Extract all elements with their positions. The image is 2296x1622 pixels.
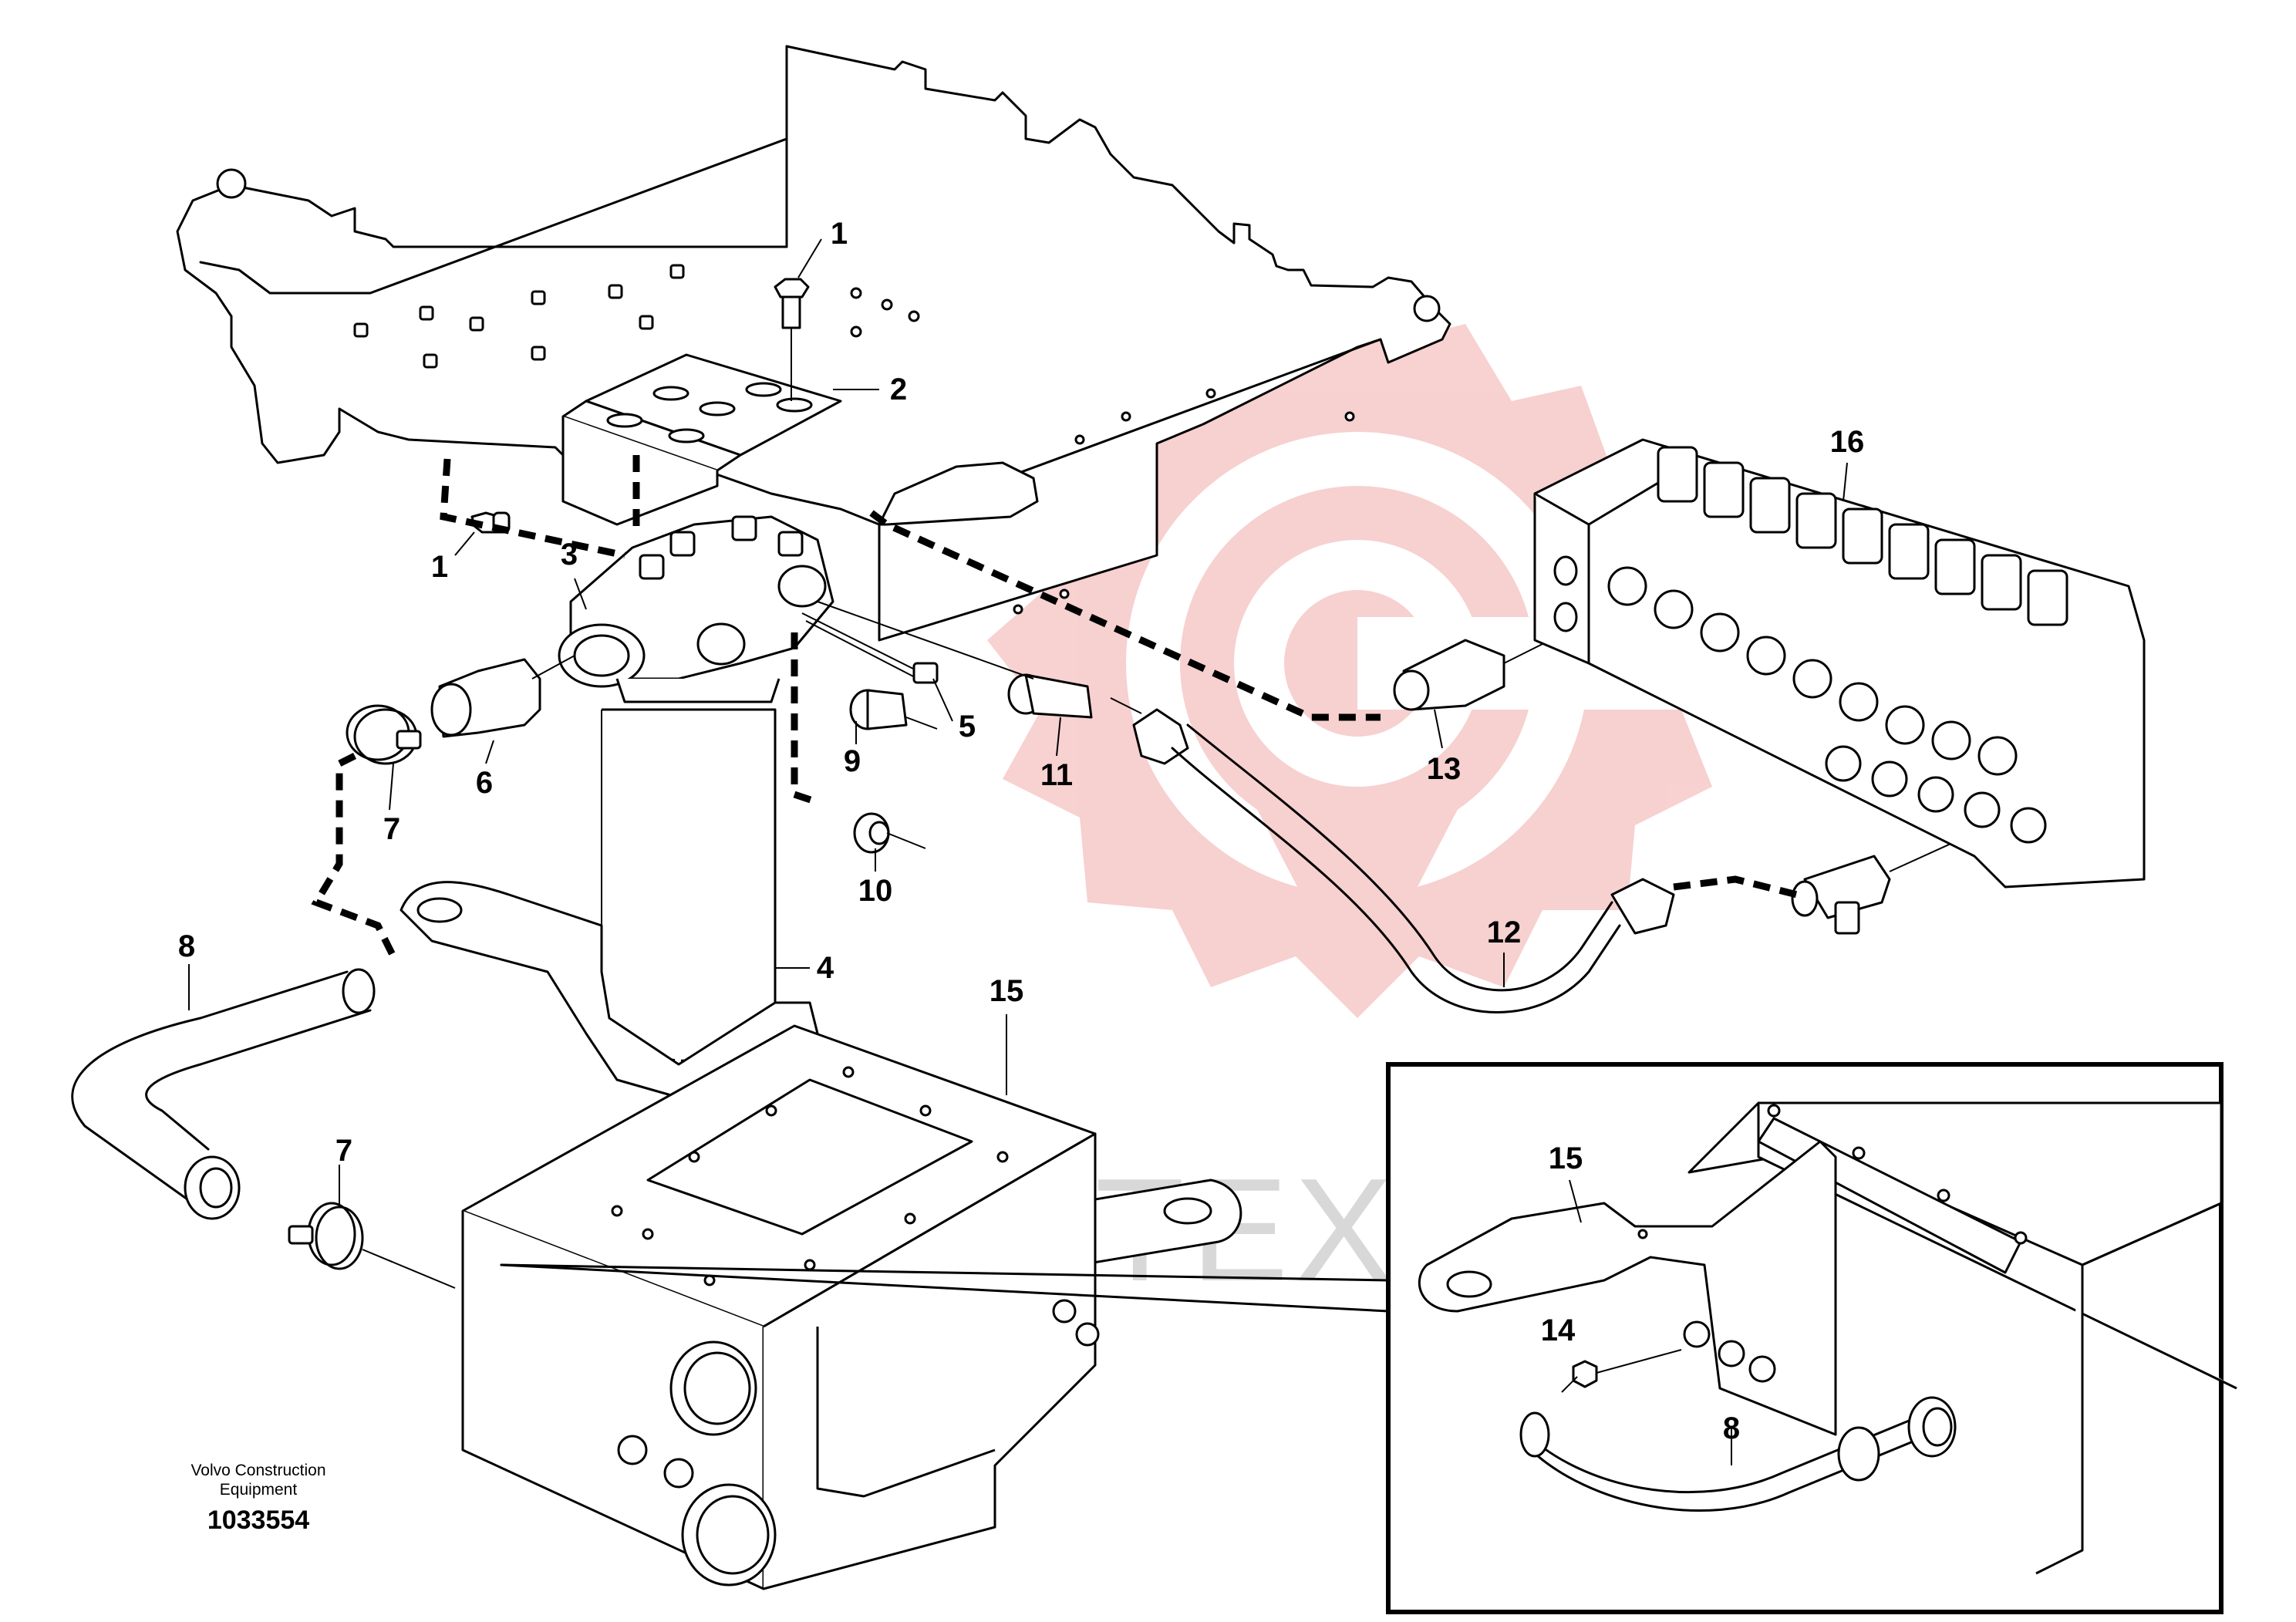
callout-2: 2 [890,373,907,406]
inset-callout-15: 15 [1549,1141,1583,1175]
hose-clamp-lower [288,1202,456,1289]
valve-spools [1657,446,2068,626]
inset-callout-8: 8 [1723,1411,1740,1445]
frame-bolt-holes [353,264,1355,615]
callout-4: 4 [817,951,834,985]
mounting-frame [176,45,1451,642]
callout-16: 16 [1830,425,1865,459]
inset-callout-14: 14 [1541,1313,1576,1347]
leader-lines [188,238,1848,1207]
credit-line-2: Equipment [220,1481,298,1499]
callout-labels: 1 1 2 3 4 5 6 7 7 8 9 10 11 12 13 15 16 … [178,217,1864,1445]
callout-1-upper: 1 [831,217,848,251]
credit-line-1: Volvo Construction [190,1462,325,1479]
hose-12 [1110,697,1675,1013]
callout-1-lower: 1 [431,550,448,584]
callout-12: 12 [1487,916,1522,949]
callout-13: 13 [1427,752,1462,786]
callout-3: 3 [561,538,578,572]
callout-15: 15 [990,974,1024,1008]
callout-8: 8 [178,929,195,963]
credit-block: Volvo Construction Equipment 1033554 [190,1462,325,1535]
callout-7-upper: 7 [383,812,400,846]
inset-pointer [500,1263,1390,1313]
hose-8 [71,968,376,1220]
fitting-10 [853,812,926,854]
callout-9: 9 [844,744,861,778]
dashed-connections [311,455,1799,959]
callout-6: 6 [476,766,493,800]
callout-11: 11 [1040,758,1073,792]
detail-inset [1386,1062,2237,1614]
fitting-11 [817,601,1093,719]
callout-10: 10 [858,874,893,908]
hose-clamp-upper [346,704,422,765]
tee-fitting [1791,832,1975,935]
sensor-5 [801,612,939,684]
callout-5: 5 [959,710,976,744]
filter-canister [601,678,781,1062]
control-valve [1533,438,2146,889]
document-number: 1033554 [207,1506,309,1535]
filter-bracket [561,353,842,526]
hydraulic-tank [461,1024,1100,1590]
filter-head [558,515,834,688]
callout-7-lower: 7 [335,1134,352,1168]
fitting-6 [430,655,575,738]
bolt-upper [774,278,810,401]
tank-bolts [611,1066,1009,1286]
fitting-9 [849,689,938,730]
valve-ports [1607,566,2047,844]
